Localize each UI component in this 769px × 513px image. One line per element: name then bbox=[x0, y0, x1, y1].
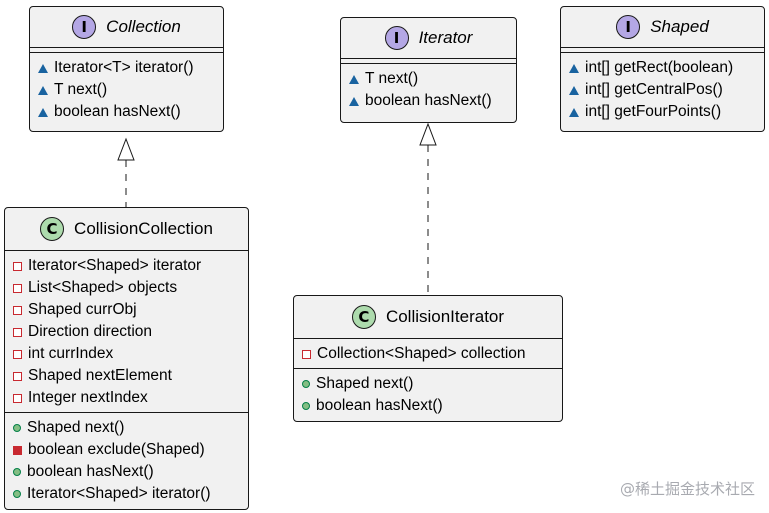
method-list: int[] getRect(boolean) int[] getCentralP… bbox=[561, 53, 764, 126]
private-field-icon bbox=[13, 283, 22, 293]
class-collisioniterator[interactable]: C CollisionIterator Collection<Shaped> c… bbox=[293, 295, 563, 422]
method: boolean hasNext() bbox=[341, 90, 516, 112]
package-visibility-icon bbox=[38, 63, 48, 73]
method-list: Iterator<T> iterator() T next() boolean … bbox=[30, 53, 223, 126]
method: int[] getFourPoints() bbox=[561, 101, 764, 123]
field: Shaped nextElement bbox=[5, 365, 248, 387]
interface-badge-icon: I bbox=[72, 15, 97, 39]
interface-name: Collection bbox=[106, 17, 181, 36]
private-field-icon bbox=[13, 393, 22, 403]
class-badge-icon: C bbox=[40, 217, 65, 241]
package-visibility-icon bbox=[349, 74, 359, 84]
public-method-icon bbox=[302, 402, 310, 410]
private-field-icon bbox=[13, 261, 22, 271]
package-visibility-icon bbox=[349, 96, 359, 106]
public-method-icon bbox=[13, 424, 21, 432]
realization-collisioniterator-iterator bbox=[419, 122, 437, 295]
method-signature: boolean exclude(Shaped) bbox=[28, 441, 205, 458]
private-field-icon bbox=[13, 327, 22, 337]
class-name: CollisionCollection bbox=[74, 219, 213, 238]
method-signature: Shaped next() bbox=[316, 375, 414, 392]
public-method-icon bbox=[13, 490, 21, 498]
package-visibility-icon bbox=[569, 63, 579, 73]
interface-collection[interactable]: I Collection Iterator<T> iterator() T ne… bbox=[29, 6, 224, 132]
class-collisioncollection[interactable]: C CollisionCollection Iterator<Shaped> i… bbox=[4, 207, 249, 510]
field: Integer nextIndex bbox=[5, 387, 248, 409]
method: Shaped next() bbox=[294, 373, 562, 395]
method: Shaped next() bbox=[5, 417, 248, 439]
method: int[] getCentralPos() bbox=[561, 79, 764, 101]
class-collisioncollection-header: C CollisionCollection bbox=[5, 208, 248, 250]
method-list: T next() boolean hasNext() bbox=[341, 64, 516, 115]
package-visibility-icon bbox=[569, 85, 579, 95]
field: Collection<Shaped> collection bbox=[294, 343, 562, 365]
method-list: Shaped next() boolean exclude(Shaped) bo… bbox=[5, 413, 248, 508]
package-visibility-icon bbox=[38, 107, 48, 117]
interface-badge-icon: I bbox=[384, 26, 409, 50]
package-visibility-icon bbox=[38, 85, 48, 95]
method-signature: boolean hasNext() bbox=[27, 463, 154, 480]
field-list: Iterator<Shaped> iterator List<Shaped> o… bbox=[5, 251, 248, 412]
interface-shaped[interactable]: I Shaped int[] getRect(boolean) int[] ge… bbox=[560, 6, 765, 132]
method: boolean hasNext() bbox=[30, 101, 223, 123]
field-signature: Integer nextIndex bbox=[28, 389, 148, 406]
method-signature: Shaped next() bbox=[27, 419, 125, 436]
method-signature: boolean hasNext() bbox=[365, 92, 492, 109]
field-signature: Direction direction bbox=[28, 323, 153, 340]
field: List<Shaped> objects bbox=[5, 277, 248, 299]
field: Direction direction bbox=[5, 321, 248, 343]
interface-badge-icon: I bbox=[616, 15, 641, 39]
field-signature: Shaped currObj bbox=[28, 301, 137, 318]
field-signature: List<Shaped> objects bbox=[28, 279, 178, 296]
method-signature: int[] getRect(boolean) bbox=[585, 59, 734, 76]
method: T next() bbox=[341, 68, 516, 90]
field: Shaped currObj bbox=[5, 299, 248, 321]
interface-name: Shaped bbox=[650, 17, 709, 36]
method-signature: int[] getFourPoints() bbox=[585, 103, 722, 120]
field-signature: Iterator<Shaped> iterator bbox=[28, 257, 202, 274]
method: Iterator<Shaped> iterator() bbox=[5, 483, 248, 505]
method-signature: T next() bbox=[54, 81, 108, 98]
field-signature: Shaped nextElement bbox=[28, 367, 172, 384]
field: Iterator<Shaped> iterator bbox=[5, 255, 248, 277]
class-collisioniterator-header: C CollisionIterator bbox=[294, 296, 562, 338]
method: int[] getRect(boolean) bbox=[561, 57, 764, 79]
private-field-icon bbox=[13, 305, 22, 315]
package-visibility-icon bbox=[569, 107, 579, 117]
method-list: Shaped next() boolean hasNext() bbox=[294, 369, 562, 420]
private-field-icon bbox=[302, 349, 311, 359]
public-method-icon bbox=[13, 468, 21, 476]
field-signature: int currIndex bbox=[28, 345, 114, 362]
method: Iterator<T> iterator() bbox=[30, 57, 223, 79]
realization-collisioncollection-collection bbox=[117, 137, 135, 207]
method-signature: Iterator<Shaped> iterator() bbox=[27, 485, 211, 502]
interface-iterator-header: I Iterator bbox=[341, 18, 516, 58]
method-signature: Iterator<T> iterator() bbox=[54, 59, 194, 76]
method-signature: T next() bbox=[365, 70, 419, 87]
interface-collection-header: I Collection bbox=[30, 7, 223, 47]
watermark: @稀土掘金技术社区 bbox=[619, 480, 755, 498]
field-signature: Collection<Shaped> collection bbox=[317, 345, 526, 362]
interface-iterator[interactable]: I Iterator T next() boolean hasNext() bbox=[340, 17, 517, 123]
method-signature: int[] getCentralPos() bbox=[585, 81, 723, 98]
class-badge-icon: C bbox=[351, 305, 376, 329]
interface-shaped-header: I Shaped bbox=[561, 7, 764, 47]
public-method-icon bbox=[302, 380, 310, 388]
method: boolean exclude(Shaped) bbox=[5, 439, 248, 461]
class-name: CollisionIterator bbox=[385, 307, 505, 326]
method: T next() bbox=[30, 79, 223, 101]
field-list: Collection<Shaped> collection bbox=[294, 339, 562, 368]
private-method-icon bbox=[13, 445, 22, 455]
private-field-icon bbox=[13, 371, 22, 381]
private-field-icon bbox=[13, 349, 22, 359]
interface-name: Iterator bbox=[418, 28, 473, 47]
method-signature: boolean hasNext() bbox=[54, 103, 181, 120]
method: boolean hasNext() bbox=[294, 395, 562, 417]
method-signature: boolean hasNext() bbox=[316, 397, 443, 414]
field: int currIndex bbox=[5, 343, 248, 365]
method: boolean hasNext() bbox=[5, 461, 248, 483]
